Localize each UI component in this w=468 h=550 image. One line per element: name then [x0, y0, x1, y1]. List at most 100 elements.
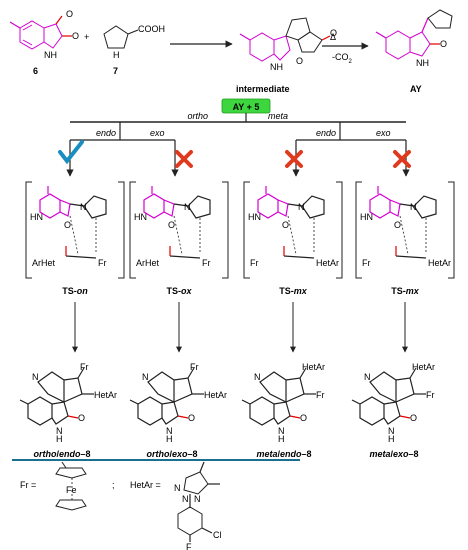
- product-nh: N: [278, 426, 285, 436]
- ts-benzene: [143, 193, 165, 219]
- product-substituent-2: HetAr: [94, 390, 117, 400]
- ts-left-group: ArHet: [32, 258, 56, 268]
- product-oxindole: [51, 401, 69, 425]
- intermediate-structure: [239, 17, 331, 62]
- legend-fr: Fr =: [20, 480, 36, 490]
- product-name: meta/endo–8: [256, 449, 311, 459]
- product-benzene: [137, 396, 163, 426]
- product-name: ortho/exo–8: [146, 449, 197, 459]
- ts-lactam: [277, 199, 289, 217]
- ferrocene-structure: [55, 461, 87, 511]
- ts-n: N: [410, 202, 417, 212]
- compound-7-nh: H: [113, 50, 120, 60]
- cross-icon: [285, 150, 303, 168]
- product-pyrrolizidine: [369, 371, 397, 403]
- ts-pyrrolidine: [83, 195, 107, 219]
- product-benzene: [249, 396, 275, 426]
- legend-semicolon: ;: [112, 480, 115, 490]
- cross-icon: [393, 150, 411, 168]
- exo-label-1: exo: [150, 128, 165, 138]
- compound-6-structure: [9, 15, 72, 50]
- product-pyrrolizidine: [259, 371, 287, 403]
- co2-label: -CO2: [332, 52, 353, 65]
- ts-n: N: [184, 202, 191, 212]
- legend-fe: Fe: [66, 485, 77, 495]
- ts-hn: HN: [360, 212, 373, 222]
- ts-right-group: Fr: [202, 258, 211, 268]
- endo-label-1: endo: [96, 128, 116, 138]
- product-h: H: [278, 434, 285, 444]
- exo-label-2: exo: [376, 128, 391, 138]
- product-oxo: O: [78, 413, 85, 423]
- heat-symbol: Δ: [330, 32, 336, 42]
- product-oxo: O: [188, 413, 195, 423]
- product-oxo: O: [410, 413, 417, 423]
- legend-cl: Cl: [213, 530, 222, 540]
- ts-benzene: [369, 193, 391, 219]
- compound-7-cooh: COOH: [138, 24, 165, 34]
- ts-right-group: HetAr: [428, 258, 451, 268]
- ay-nh: NH: [416, 58, 429, 68]
- legend-n1: N: [174, 483, 181, 493]
- ts-label: TS-on: [62, 286, 88, 296]
- ts-label: TS-mx: [391, 286, 420, 296]
- triazole-aryl-structure: [177, 461, 220, 542]
- product-substituent-1: Fr: [190, 362, 199, 372]
- product-ring-n: N: [142, 372, 149, 382]
- product-ring-n: N: [32, 372, 39, 382]
- intermediate-o2: O: [296, 56, 303, 66]
- product-oxo: O: [300, 413, 307, 423]
- compound-6-label: 6: [33, 66, 38, 76]
- plus-sign: +: [84, 32, 89, 42]
- product-ring-n: N: [254, 372, 261, 382]
- ts-n: N: [80, 202, 87, 212]
- ts-hn: HN: [248, 212, 261, 222]
- ts-lactam: [59, 199, 71, 217]
- product-benzene: [27, 396, 53, 426]
- product-substituent-1: Fr: [80, 362, 89, 372]
- ts-label: TS-ox: [166, 286, 192, 296]
- bracket-right: [222, 181, 229, 279]
- bracket-left: [129, 181, 136, 279]
- check-icon: [58, 140, 84, 165]
- product-name: ortho/endo–8: [33, 449, 90, 459]
- meta-label: meta: [268, 111, 288, 121]
- intermediate-o: O: [330, 28, 337, 38]
- ts-left-group: Fr: [250, 258, 259, 268]
- product-nh: N: [166, 426, 173, 436]
- product-substituent-1: HetAr: [412, 362, 435, 372]
- product-substituent-1: HetAr: [302, 362, 325, 372]
- intermediate-nh: NH: [270, 62, 283, 72]
- ts-n: N: [298, 202, 305, 212]
- product-name: meta/exo–8: [369, 449, 418, 459]
- compound-7-label: 7: [113, 66, 118, 76]
- ts-pyrrolidine: [413, 195, 437, 219]
- compound-6-nh: NH: [44, 50, 57, 60]
- ts-o: O: [168, 220, 175, 230]
- intermediate-label: intermediate: [236, 84, 290, 94]
- ay-structure: [375, 9, 453, 60]
- product-substituent-2: Fr: [316, 390, 325, 400]
- ts-left-group: Fr: [362, 258, 371, 268]
- bracket-right: [118, 181, 125, 279]
- bracket-left: [25, 181, 32, 279]
- ts-lactam: [389, 199, 401, 217]
- ts-o: O: [64, 220, 71, 230]
- product-substituent-2: HetAr: [204, 390, 227, 400]
- product-nh: N: [388, 426, 395, 436]
- ts-o: O: [394, 220, 401, 230]
- legend-hetar: HetAr =: [130, 480, 161, 490]
- product-oxindole: [273, 401, 291, 425]
- bracket-right: [336, 181, 343, 279]
- product-oxindole: [161, 401, 179, 425]
- legend-n2: N: [182, 494, 189, 504]
- cross-icon: [175, 150, 193, 168]
